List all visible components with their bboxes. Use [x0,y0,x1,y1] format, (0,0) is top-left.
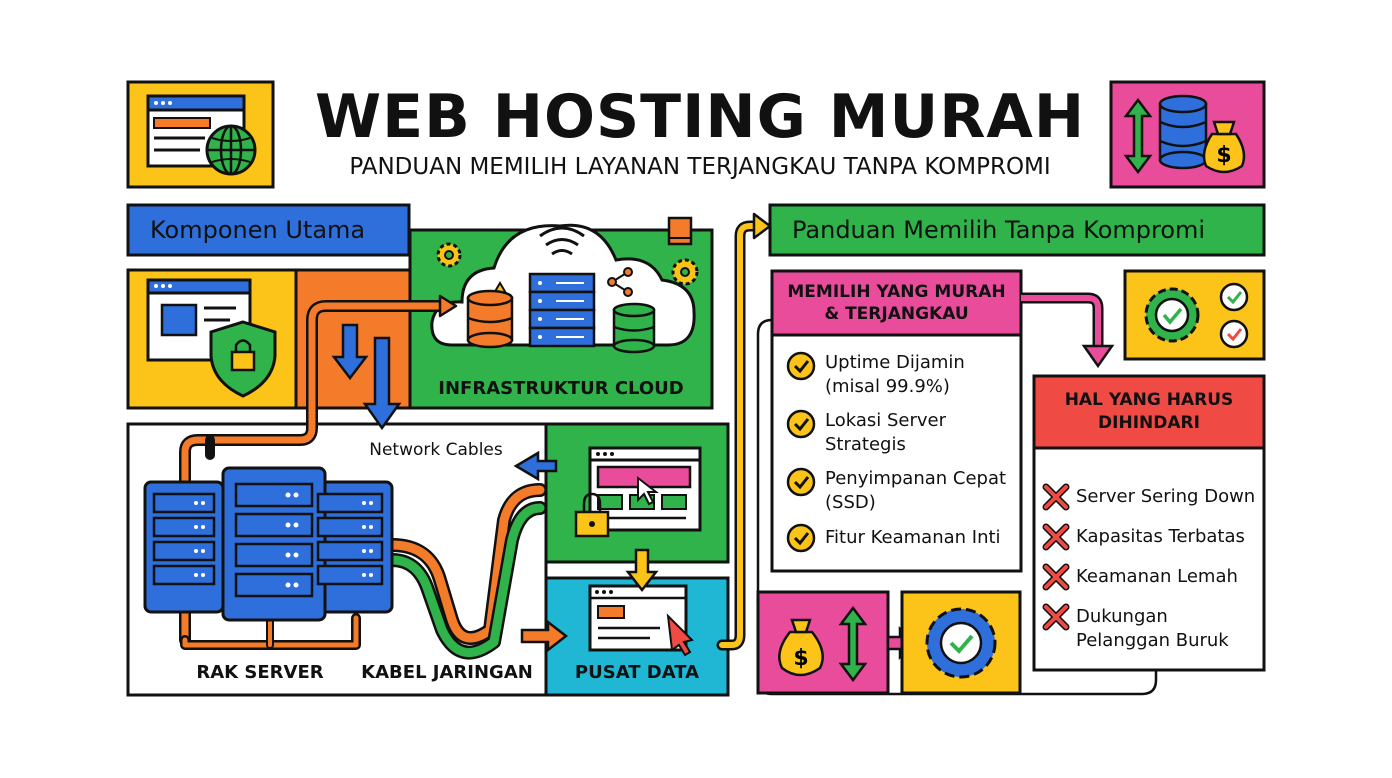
list-item-line2: (misal 99.9%) [825,376,950,397]
list-item-line1: Fitur Keamanan Inti [825,527,1001,548]
list-item-line2: Pelanggan Buruk [1076,630,1229,651]
avoid-list-bg [1032,446,1266,672]
list-item-line1: Penyimpanan Cepat [825,468,1007,489]
list-item-line1: Server Sering Down [1076,486,1256,507]
cross-icon [1042,483,1070,511]
database-money-icon: $ [1109,80,1266,189]
list-item: Server Sering Down [1076,485,1255,509]
list-item-line1: Uptime Dijamin [825,352,965,373]
avoid-title: HAL YANG HARUS DIHINDARI [1034,389,1264,435]
svg-text:$: $ [1216,143,1231,168]
check-circle-icon [786,523,816,553]
check-circle-icon [786,409,816,439]
server-rack-illustration [143,466,394,622]
network-cables [179,212,772,660]
cloud-label: INFRASTRUKTUR CLOUD [438,378,684,399]
cloud-infrastructure-illustration [408,216,714,410]
data-center-illustration [544,576,730,697]
list-item: Dukungan Pelanggan Buruk [1076,605,1229,653]
down-arrow-icon [331,323,369,381]
cross-icon [1042,603,1070,631]
pink-arrow-connector [1021,292,1115,369]
avoid-title-line1: HAL YANG HARUS [1064,390,1234,410]
avoid-header-bg [1032,374,1266,450]
choose-title-line2: & TERJANGKAU [824,304,969,324]
secure-browser-icon [126,268,298,410]
data-center-label: PUSAT DATA [574,662,700,683]
list-item: Lokasi Server Strategis [825,409,946,457]
server-rack-label: RAK SERVER [196,662,324,683]
list-item: Uptime Dijamin (misal 99.9%) [825,351,965,399]
network-cables-label: Network Cables [369,440,503,460]
list-item-line1: Dukungan [1076,606,1168,627]
check-circle-icon [786,351,816,381]
page-title: WEB HOSTING MURAH [314,82,1086,152]
list-item-line1: Kapasitas Terbatas [1076,526,1245,547]
money-bag-icon: $ [756,590,890,695]
list-item: Penyimpanan Cepat (SSD) [825,467,1006,515]
cross-icon [1042,563,1070,591]
right-arrow-icon [520,619,569,653]
list-item: Fitur Keamanan Inti [825,526,1001,550]
gear-check-icon [900,590,1022,695]
list-item: Kapasitas Terbatas [1076,525,1245,549]
komponen-heading-bg [126,203,411,257]
list-item-line2: Strategis [825,434,906,455]
cross-icon [1042,523,1070,551]
panduan-heading: Panduan Memilih Tanpa Kompromi [792,216,1206,244]
list-item: Keamanan Lemah [1076,565,1238,589]
gear-icon [671,258,699,286]
panduan-heading-bg [768,203,1266,257]
choose-title: MEMILIH YANG MURAH & TERJANGKAU [772,281,1021,325]
down-arrow-icon [362,336,402,431]
svg-text:$: $ [793,646,808,671]
browser-globe-icon [126,80,275,189]
check-circle-icon [786,467,816,497]
gear-check-icon [1123,269,1266,361]
list-item-line1: Keamanan Lemah [1076,566,1238,587]
list-item-line2: (SSD) [825,492,876,513]
choose-title-line1: MEMILIH YANG MURAH [787,282,1006,302]
komponen-utama-heading: Komponen Utama [150,216,366,244]
left-arrow-icon [513,450,558,482]
page-subtitle: PANDUAN MEMILIH LAYANAN TERJANGKAU TANPA… [349,154,1051,180]
avoid-title-line2: DIHINDARI [1098,413,1200,433]
gear-icon [436,242,462,268]
down-arrow-icon [625,548,659,593]
list-item-line1: Lokasi Server [825,410,946,431]
tablet-icon [667,216,693,246]
network-cable-label: KABEL JARINGAN [361,662,533,683]
browser-cursor-illustration [544,422,730,564]
